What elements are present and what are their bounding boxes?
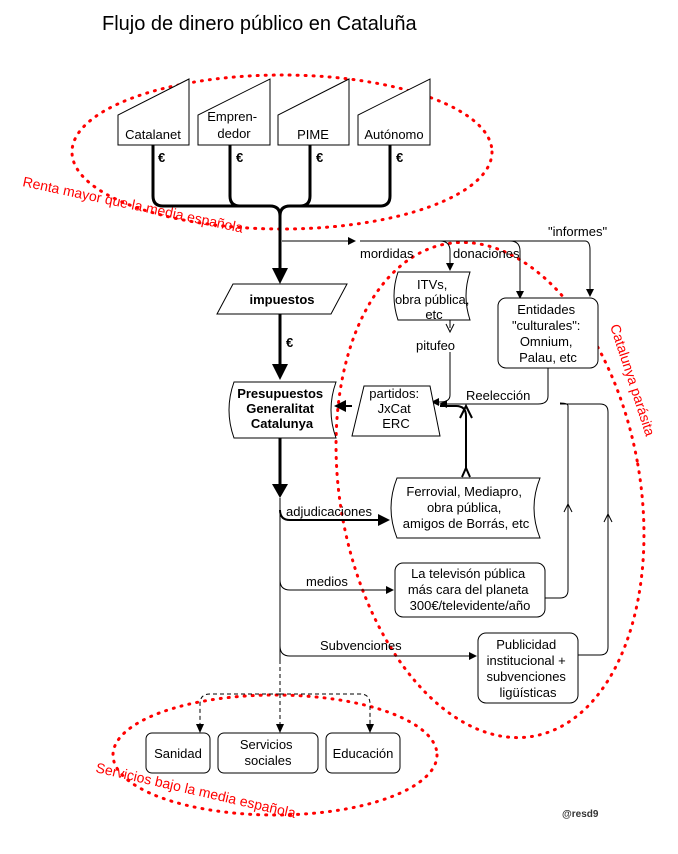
euro-label-pime: € xyxy=(316,150,323,165)
signature: @resd9 xyxy=(562,809,599,820)
ferrovial-arrowhead xyxy=(459,403,473,419)
annotation-parasita: Catalunya parásita xyxy=(607,322,658,438)
return-line-publicidad xyxy=(560,403,609,656)
impuestos-arrowhead xyxy=(272,364,288,380)
source-emprendedor-label: Empren- dedor xyxy=(207,109,260,141)
spending-arrowhead xyxy=(272,484,288,498)
ferrovial-feedback-line xyxy=(440,405,467,470)
itvs-node: ITVs, obra pública, etc xyxy=(393,271,473,322)
bottom-red-ellipse xyxy=(111,693,439,817)
adjudicaciones-line xyxy=(279,509,382,521)
presupuestos-node: Presupuestos Generalitat Catalunya xyxy=(228,381,337,439)
ferrovial-bottom-tick xyxy=(461,465,471,478)
adjudicaciones-arrowhead xyxy=(378,514,390,526)
service-educacion: Educación xyxy=(325,732,401,774)
servicios-arrowhead xyxy=(276,724,284,733)
flow-pitufeo-label: pitufeo xyxy=(416,338,455,353)
informes-line xyxy=(360,240,594,297)
partidos-node: partidos: JxCat ERC xyxy=(351,385,441,437)
flow-informes-label: "informes" xyxy=(548,224,607,239)
services-dashed-lines xyxy=(199,660,371,724)
publicidad-label: Publicidad institucional + subvenciones … xyxy=(486,637,569,700)
flow-medios-label: medios xyxy=(306,574,348,589)
euro-label-presupuestos: € xyxy=(286,335,293,350)
donaciones-line xyxy=(509,240,524,299)
right-red-ellipse xyxy=(334,240,646,740)
flow-reeleccion-label: Reelección xyxy=(466,388,530,403)
top-red-ellipse xyxy=(70,73,494,231)
partidos-arrowhead xyxy=(334,400,346,412)
source-pime: PIME xyxy=(277,78,350,146)
source-pime-label: PIME xyxy=(297,127,329,142)
sanidad-arrowhead xyxy=(196,724,204,733)
impuestos-node: impuestos xyxy=(216,283,348,315)
pitufeo-line xyxy=(445,320,455,334)
partidos-label: partidos: JxCat ERC xyxy=(369,386,423,431)
subvenciones-line xyxy=(279,645,477,660)
ferrovial-label: Ferrovial, Mediapro, obra pública, amigo… xyxy=(403,484,530,531)
entidades-node: Entidades "culturales": Omnium, Palau, e… xyxy=(497,297,599,369)
euro-label-catalanet: € xyxy=(158,150,165,165)
return-line-tv xyxy=(545,402,569,599)
source-autonomo: Autónomo xyxy=(357,78,431,146)
television-label: La televisón pública más cara del planet… xyxy=(408,566,532,613)
flow-adjudicaciones-label: adjudicaciones xyxy=(286,504,373,519)
television-node: La televisón pública más cara del planet… xyxy=(394,562,546,618)
service-servicios-label: Servicios sociales xyxy=(240,737,296,768)
source-catalanet: Catalanet xyxy=(117,78,190,146)
return-publicidad-arrow xyxy=(603,512,613,523)
euro-label-autonomo: € xyxy=(396,150,403,165)
euro-label-emprendedor: € xyxy=(236,150,243,165)
service-servicios-sociales: Servicios sociales xyxy=(217,732,319,774)
ferrovial-node: Ferrovial, Mediapro, obra pública, amigo… xyxy=(390,477,541,539)
impuestos-label: impuestos xyxy=(249,292,314,307)
publicidad-node: Publicidad institucional + subvenciones … xyxy=(477,632,579,704)
tax-arrowhead xyxy=(272,268,288,284)
flow-subvenciones-label: Subvenciones xyxy=(320,638,402,653)
return-tv-arrow xyxy=(563,502,573,513)
source-autonomo-label: Autónomo xyxy=(364,127,423,142)
flow-donaciones-label: donaciones xyxy=(453,246,520,261)
entidades-label: Entidades "culturales": Omnium, Palau, e… xyxy=(512,302,584,365)
service-sanidad-label: Sanidad xyxy=(154,746,202,761)
source-emprendedor: Empren- dedor xyxy=(197,78,271,146)
reeleccion-line xyxy=(439,368,549,408)
mordidas-line xyxy=(439,240,454,271)
medios-line xyxy=(279,579,394,594)
service-sanidad: Sanidad xyxy=(145,732,211,774)
pitufeo-to-partidos xyxy=(431,352,451,406)
tax-collection-lines xyxy=(151,145,392,272)
service-educacion-label: Educación xyxy=(333,746,394,761)
presupuestos-label: Presupuestos Generalitat Catalunya xyxy=(237,386,327,431)
flow-mordidas-label: mordidas xyxy=(360,246,414,261)
source-catalanet-label: Catalanet xyxy=(125,127,181,142)
educacion-arrowhead xyxy=(366,724,374,733)
diagram-title: Flujo de dinero público en Cataluña xyxy=(102,13,418,35)
itvs-label: ITVs, obra pública, etc xyxy=(395,277,473,322)
